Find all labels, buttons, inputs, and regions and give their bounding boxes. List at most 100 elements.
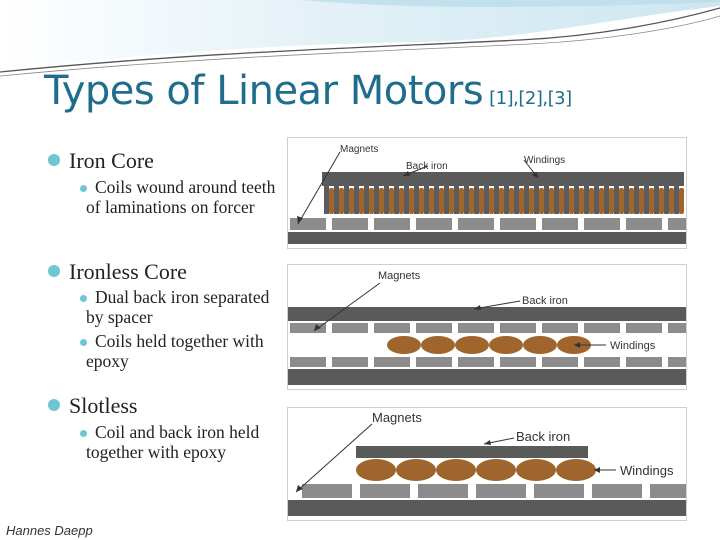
lamination-tooth bbox=[494, 186, 499, 214]
winding-coil bbox=[556, 459, 596, 481]
magnet bbox=[418, 484, 468, 498]
lamination-tooth bbox=[324, 186, 329, 214]
bullet-dot-icon bbox=[48, 154, 60, 166]
magnet bbox=[302, 484, 352, 498]
coil-row bbox=[387, 336, 591, 354]
winding-coil bbox=[629, 188, 634, 214]
magnet bbox=[542, 323, 578, 333]
ironless-core-diagram: Magnets Back iron Windings bbox=[287, 264, 687, 390]
lamination-tooth bbox=[364, 186, 369, 214]
magnet bbox=[626, 323, 662, 333]
winding-coil bbox=[379, 188, 384, 214]
lamination-tooth bbox=[444, 186, 449, 214]
magnet bbox=[500, 357, 536, 367]
slotless-diagram: Magnets Back iron Windings bbox=[287, 407, 687, 521]
winding-coil bbox=[659, 188, 664, 214]
magnet bbox=[584, 218, 620, 230]
upper-back-iron bbox=[288, 307, 686, 321]
magnet bbox=[584, 323, 620, 333]
sub-bullet-iron-core: Coils wound around teeth of laminations … bbox=[80, 177, 286, 217]
winding-coil bbox=[329, 188, 334, 214]
magnet bbox=[332, 218, 368, 230]
label-back-iron: Back iron bbox=[522, 295, 568, 307]
magnet bbox=[650, 484, 686, 498]
winding-coil bbox=[499, 188, 504, 214]
magnet bbox=[668, 218, 686, 230]
winding-coil bbox=[599, 188, 604, 214]
laminations-teeth bbox=[324, 186, 684, 214]
magnet bbox=[592, 484, 642, 498]
winding-coil bbox=[469, 188, 474, 214]
lower-back-iron bbox=[288, 369, 686, 385]
bullet-dot-icon bbox=[80, 430, 87, 437]
winding-coil bbox=[459, 188, 464, 214]
winding-coil bbox=[339, 188, 344, 214]
sub-bullet-coils-epoxy: Coils held together with epoxy bbox=[80, 331, 286, 371]
magnet bbox=[416, 357, 452, 367]
magnet bbox=[500, 323, 536, 333]
header-decoration bbox=[0, 0, 720, 77]
magnet bbox=[542, 357, 578, 367]
lamination-tooth bbox=[464, 186, 469, 214]
winding-coil bbox=[399, 188, 404, 214]
lamination-tooth bbox=[534, 186, 539, 214]
lamination-tooth bbox=[634, 186, 639, 214]
bullet-dot-icon bbox=[80, 295, 87, 302]
lamination-tooth bbox=[454, 186, 459, 214]
lamination-tooth bbox=[574, 186, 579, 214]
winding-coil bbox=[619, 188, 624, 214]
lamination-tooth bbox=[344, 186, 349, 214]
winding-coil bbox=[679, 188, 684, 214]
magnet bbox=[290, 323, 326, 333]
winding-coil bbox=[349, 188, 354, 214]
magnet bbox=[668, 323, 686, 333]
stator-plate bbox=[288, 232, 686, 244]
back-iron bbox=[356, 446, 588, 458]
winding-coil bbox=[549, 188, 554, 214]
lamination-tooth bbox=[554, 186, 559, 214]
magnet bbox=[500, 218, 536, 230]
lamination-tooth bbox=[564, 186, 569, 214]
bullet-dot-icon bbox=[48, 399, 60, 411]
iron-core-diagram: Magnets Back iron Windings bbox=[287, 137, 687, 249]
bullet-dot-icon bbox=[80, 339, 87, 346]
magnet-row bbox=[290, 218, 686, 230]
label-windings: Windings bbox=[610, 340, 656, 352]
lamination-tooth bbox=[404, 186, 409, 214]
winding-coil bbox=[523, 336, 557, 354]
bullet-slotless: Slotless bbox=[48, 393, 137, 419]
winding-coil bbox=[389, 188, 394, 214]
sub-bullet-slotless: Coil and back iron held together with ep… bbox=[80, 422, 286, 462]
stator-plate bbox=[288, 500, 686, 516]
winding-coil bbox=[369, 188, 374, 214]
label-magnets: Magnets bbox=[372, 410, 422, 425]
magnet bbox=[290, 218, 326, 230]
lamination-tooth bbox=[334, 186, 339, 214]
magnet bbox=[332, 357, 368, 367]
lamination-tooth bbox=[604, 186, 609, 214]
winding-coil bbox=[449, 188, 454, 214]
magnet bbox=[374, 323, 410, 333]
winding-coil bbox=[455, 336, 489, 354]
label-magnets: Magnets bbox=[340, 144, 378, 155]
magnet bbox=[542, 218, 578, 230]
winding-coil bbox=[479, 188, 484, 214]
lamination-tooth bbox=[474, 186, 479, 214]
title-references: [1],[2],[3] bbox=[489, 88, 572, 109]
magnet bbox=[458, 218, 494, 230]
winding-coil bbox=[476, 459, 516, 481]
winding-coil bbox=[559, 188, 564, 214]
magnet bbox=[416, 323, 452, 333]
winding-coil bbox=[429, 188, 434, 214]
magnet-row bbox=[302, 484, 686, 498]
winding-coil bbox=[439, 188, 444, 214]
lamination-tooth bbox=[434, 186, 439, 214]
magnet bbox=[668, 357, 686, 367]
winding-coil bbox=[509, 188, 514, 214]
winding-coil bbox=[589, 188, 594, 214]
lamination-tooth bbox=[414, 186, 419, 214]
lamination-tooth bbox=[594, 186, 599, 214]
lamination-tooth bbox=[644, 186, 649, 214]
bullet-iron-core: Iron Core bbox=[48, 148, 154, 174]
magnet bbox=[290, 357, 326, 367]
